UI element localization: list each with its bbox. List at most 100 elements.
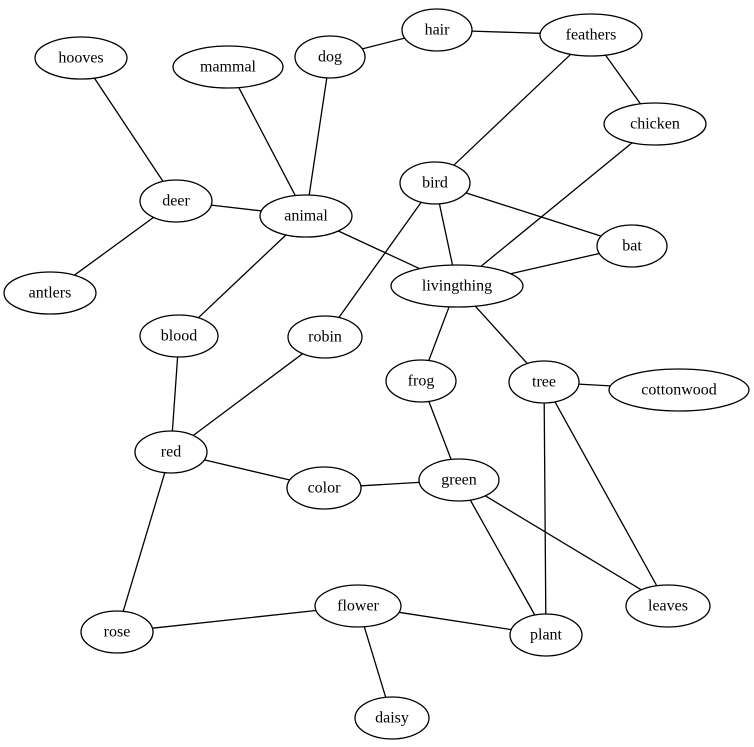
node-ellipse xyxy=(134,430,208,474)
node-label: color xyxy=(308,480,342,497)
node-green[interactable]: green xyxy=(418,458,500,502)
edge-tree-plant xyxy=(543,402,547,615)
node-animal[interactable]: animal xyxy=(259,194,353,238)
edge-green-leaves xyxy=(484,495,642,591)
node-label: robin xyxy=(308,329,342,346)
node-label: red xyxy=(161,444,181,461)
node-chicken[interactable]: chicken xyxy=(603,102,707,146)
node-antlers[interactable]: antlers xyxy=(3,271,97,315)
edge-mammal-animal xyxy=(238,87,296,196)
edge-chicken-livingthing xyxy=(480,142,633,267)
edge-hair-feathers xyxy=(471,30,541,34)
edge-bird-bat xyxy=(465,192,602,237)
node-ellipse xyxy=(259,194,353,238)
node-ellipse xyxy=(286,466,362,510)
node-label: leaves xyxy=(648,598,688,615)
node-ellipse xyxy=(399,161,471,205)
edge-tree-leaves xyxy=(554,401,658,587)
node-label: chicken xyxy=(630,116,680,133)
node-label: bat xyxy=(622,238,642,255)
edge-dog-hair xyxy=(362,37,405,50)
node-label: feathers xyxy=(566,27,617,44)
edge-animal-livingthing xyxy=(338,230,420,270)
node-ellipse xyxy=(385,359,457,403)
node-label: livingthing xyxy=(422,278,492,295)
node-ellipse xyxy=(418,458,500,502)
node-ellipse xyxy=(3,271,97,315)
node-ellipse xyxy=(287,315,363,359)
node-label: animal xyxy=(284,208,328,225)
node-label: tree xyxy=(532,374,556,391)
node-ellipse xyxy=(294,35,366,79)
edge-animal-blood xyxy=(197,234,287,319)
node-ellipse xyxy=(509,613,583,657)
node-blood[interactable]: blood xyxy=(139,314,219,358)
node-color[interactable]: color xyxy=(286,466,362,510)
node-rose[interactable]: rose xyxy=(80,610,154,654)
node-ellipse xyxy=(139,314,219,358)
edge-deer-animal xyxy=(211,204,262,212)
edge-bird-livingthing xyxy=(438,203,454,266)
edge-flower-plant xyxy=(398,611,512,631)
node-daisy[interactable]: daisy xyxy=(354,696,430,740)
node-ellipse xyxy=(34,36,128,80)
edge-feathers-chicken xyxy=(604,54,642,105)
node-tree[interactable]: tree xyxy=(508,360,580,404)
node-hair[interactable]: hair xyxy=(401,8,473,52)
node-ellipse xyxy=(172,45,284,89)
node-flower[interactable]: flower xyxy=(314,584,402,628)
node-robin[interactable]: robin xyxy=(287,315,363,359)
node-ellipse xyxy=(539,13,643,57)
node-label: daisy xyxy=(375,710,409,727)
graph-nodes: hooves mammal dog hair feathers chicken deer an… xyxy=(3,8,750,740)
node-ellipse xyxy=(390,264,524,308)
node-ellipse xyxy=(508,360,580,404)
edge-hooves-deer xyxy=(93,77,164,182)
edge-robin-red xyxy=(192,353,303,437)
node-label: plant xyxy=(530,627,563,644)
edge-flower-daisy xyxy=(363,626,387,698)
edge-livingthing-tree xyxy=(474,305,528,365)
edge-color-green xyxy=(360,481,420,487)
node-cottonwood[interactable]: cottonwood xyxy=(608,368,750,412)
edge-bird-robin xyxy=(338,201,422,318)
node-feathers[interactable]: feathers xyxy=(539,13,643,57)
edge-red-color xyxy=(204,459,290,481)
node-livingthing[interactable]: livingthing xyxy=(390,264,524,308)
node-label: hair xyxy=(425,22,451,39)
node-label: blood xyxy=(161,328,197,345)
edge-livingthing-frog xyxy=(428,306,450,361)
node-deer[interactable]: deer xyxy=(139,179,213,223)
node-leaves[interactable]: leaves xyxy=(625,584,711,628)
node-plant[interactable]: plant xyxy=(509,613,583,657)
edge-antlers-deer xyxy=(74,216,154,276)
node-ellipse xyxy=(354,696,430,740)
node-ellipse xyxy=(401,8,473,52)
node-bird[interactable]: bird xyxy=(399,161,471,205)
edge-green-plant xyxy=(469,499,536,616)
edge-feathers-bird xyxy=(453,53,572,166)
node-mammal[interactable]: mammal xyxy=(172,45,284,89)
node-ellipse xyxy=(314,584,402,628)
node-label: flower xyxy=(337,598,379,615)
node-label: bird xyxy=(422,175,448,192)
node-ellipse xyxy=(596,224,668,268)
node-bat[interactable]: bat xyxy=(596,224,668,268)
node-ellipse xyxy=(603,102,707,146)
node-red[interactable]: red xyxy=(134,430,208,474)
node-ellipse xyxy=(139,179,213,223)
node-ellipse xyxy=(80,610,154,654)
edge-dog-animal xyxy=(308,77,328,196)
node-ellipse xyxy=(608,368,750,412)
edge-tree-cottonwood xyxy=(578,383,611,387)
node-frog[interactable]: frog xyxy=(385,359,457,403)
node-label: dog xyxy=(318,49,342,66)
edge-red-rose xyxy=(122,472,166,612)
node-dog[interactable]: dog xyxy=(294,35,366,79)
node-hooves[interactable]: hooves xyxy=(34,36,128,80)
edge-frog-green xyxy=(428,401,452,460)
node-label: mammal xyxy=(200,59,257,76)
edge-blood-red xyxy=(171,356,179,432)
node-label: deer xyxy=(162,193,190,210)
node-label: cottonwood xyxy=(641,382,717,399)
